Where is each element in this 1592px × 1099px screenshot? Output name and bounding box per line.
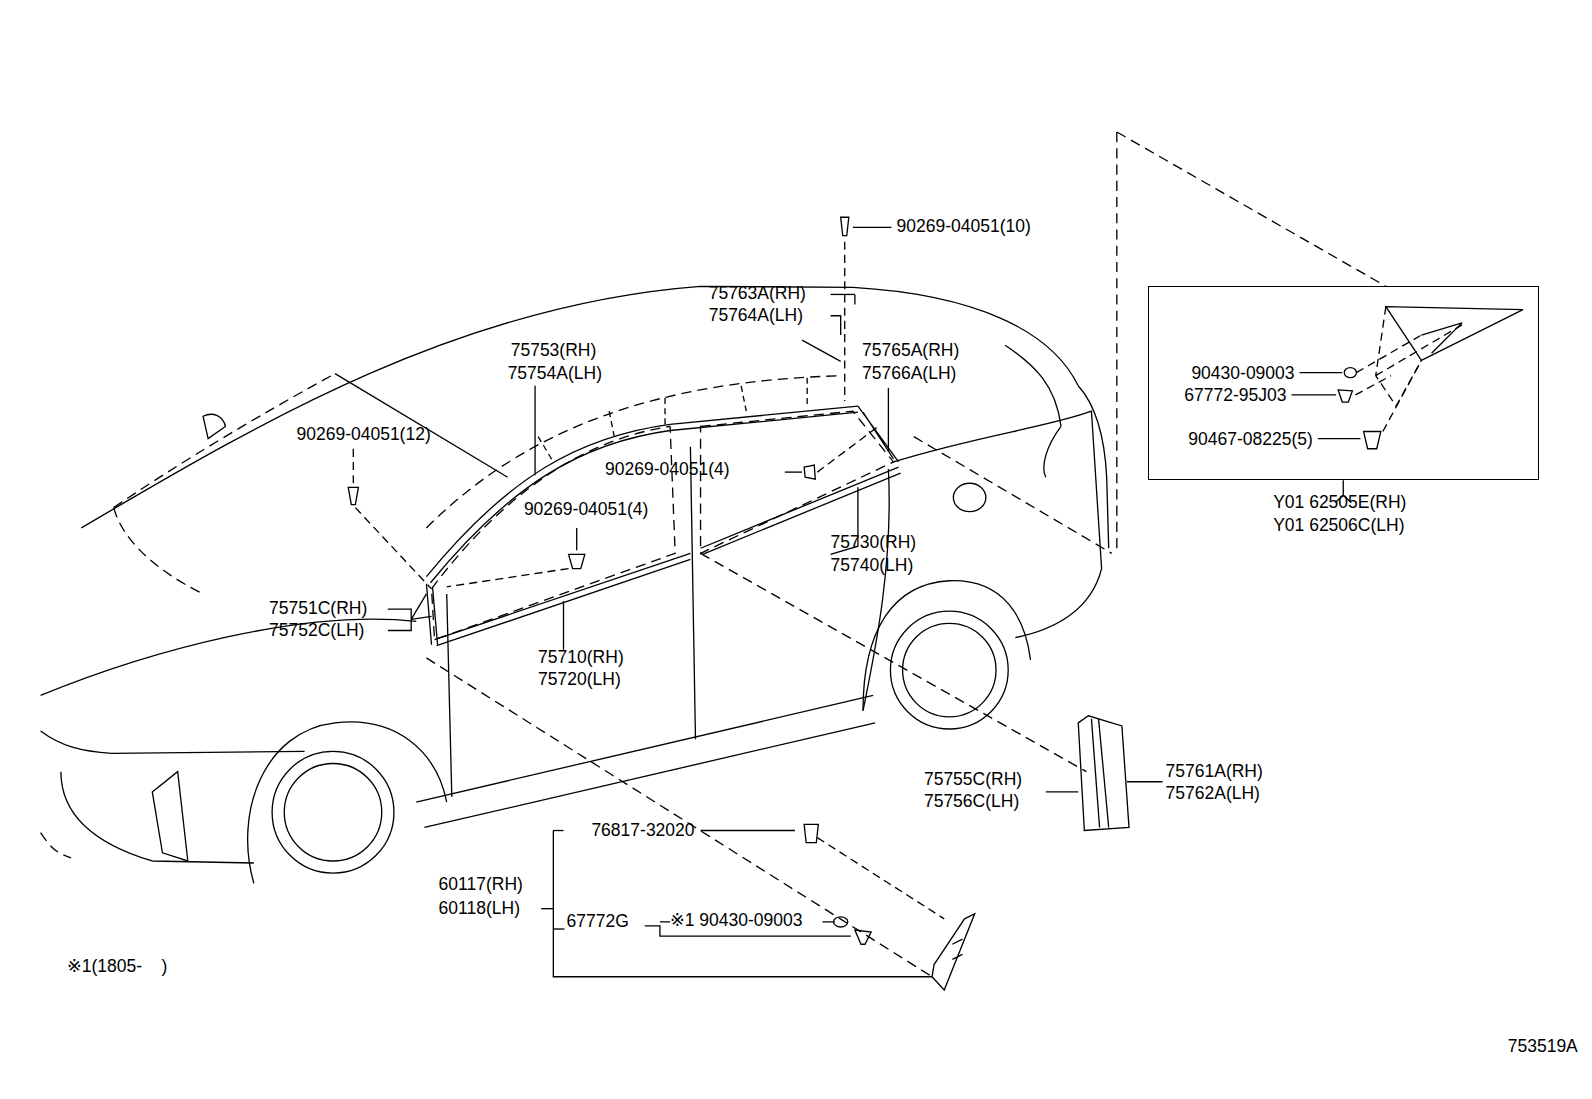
part-number: 75763A(RH): [709, 286, 806, 304]
part-number: 90430-09003: [1191, 365, 1294, 383]
part-number: 75752C(LH): [269, 622, 364, 640]
part-number: 90269-04051(4): [605, 461, 730, 479]
part-number: 75766A(LH): [862, 365, 956, 383]
part-number: 75751C(RH): [269, 600, 367, 618]
part-number: 753519A: [1508, 1038, 1578, 1056]
part-number: 75740(LH): [831, 557, 914, 575]
part-number: Y01 62505E(RH): [1273, 494, 1406, 512]
part-number: 90269-04051(12): [296, 426, 430, 444]
part-number: 75730(RH): [831, 534, 917, 552]
part-number: 60117(RH): [439, 877, 523, 895]
part-number: 67772-95J03: [1184, 387, 1286, 405]
part-number: ※1(1805- ): [67, 958, 167, 976]
part-number: 67772G: [567, 913, 629, 931]
part-number: 75761A(RH): [1166, 763, 1263, 781]
part-number: 75710(RH): [538, 649, 624, 667]
part-number: 75764A(LH): [709, 307, 803, 325]
part-number: 75765A(RH): [862, 343, 959, 361]
part-number: 75720(LH): [538, 672, 621, 690]
inset-box: 90430-0900367772-95J0390467-08225(5)Y01 …: [1148, 286, 1539, 480]
part-number: 75753(RH): [511, 343, 597, 361]
part-number: 75756C(LH): [924, 793, 1019, 811]
part-number: 75754A(LH): [508, 365, 602, 383]
part-number: 76817-32020: [591, 822, 694, 840]
part-number: 75762A(LH): [1166, 785, 1260, 803]
part-number: Y01 62506C(LH): [1273, 517, 1404, 535]
part-number: 60118(LH): [439, 900, 520, 918]
part-number: 90269-04051(10): [897, 219, 1031, 237]
part-number: 90269-04051(4): [524, 501, 649, 519]
part-number: 90467-08225(5): [1188, 431, 1313, 449]
part-number: 75755C(RH): [924, 771, 1022, 789]
part-number: ※1 90430-09003: [670, 912, 802, 930]
